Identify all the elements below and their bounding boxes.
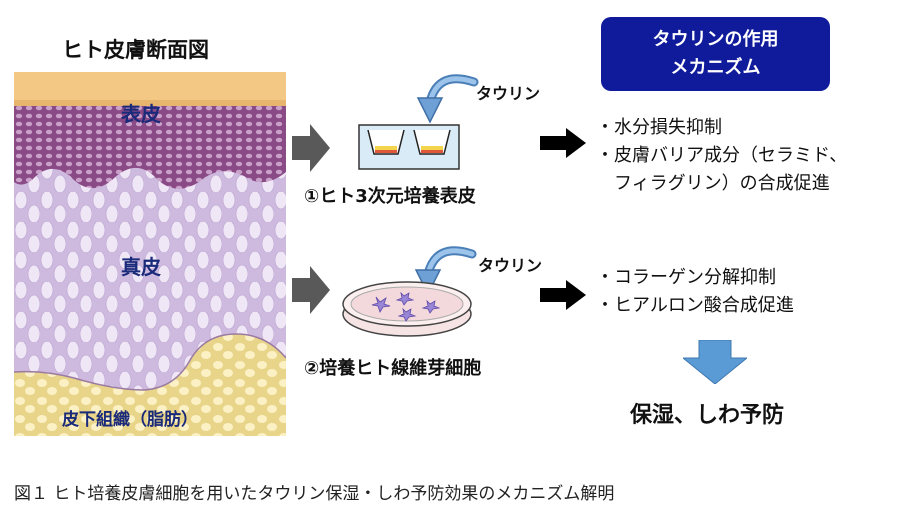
figure-caption: 図１ ヒト培養皮膚細胞を用いたタウリン保湿・しわ予防効果のメカニズム解明 <box>14 484 615 504</box>
skin-cross-section <box>14 72 286 436</box>
effects-group-1: ・水分損失抑制 ・皮膚バリア成分（セラミド、 フィラグリン）の合成促進 <box>596 114 847 198</box>
effects-group-2: ・コラーゲン分解抑制 ・ヒアルロン酸合成促進 <box>596 264 794 320</box>
mechanism-title-line-2: メカニズム <box>670 57 761 78</box>
effect-item: ・水分損失抑制 <box>596 117 722 138</box>
subcutaneous-fat <box>14 334 286 436</box>
mechanism-box: タウリンの作用 メカニズム <box>601 17 830 91</box>
effect-item: ・皮膚バリア成分（セラミド、 <box>596 145 848 166</box>
arrow-right-icon <box>540 280 586 310</box>
dermis-label: 真皮 <box>121 255 161 279</box>
curved-arrow-icon <box>416 74 479 124</box>
taurine-label-1: タウリン <box>476 84 541 103</box>
result-label: 保湿、しわ予防 <box>630 403 785 428</box>
effect-item: ・コラーゲン分解抑制 <box>596 267 776 288</box>
arrow-down-icon <box>683 340 747 384</box>
curved-arrow-icon <box>414 246 477 296</box>
arrow-right-icon <box>540 128 586 158</box>
subcutis-label: 皮下組織（脂肪） <box>62 410 198 430</box>
effect-item: フィラグリン）の合成促進 <box>596 173 830 194</box>
skin-diagram-title: ヒト皮膚断面図 <box>62 38 209 62</box>
effect-item: ・ヒアルロン酸合成促進 <box>596 295 794 316</box>
epidermis-label: 表皮 <box>121 102 161 126</box>
mechanism-title-line-1: タウリンの作用 <box>652 29 779 50</box>
model-1-label: ①ヒト3次元培養表皮 <box>304 186 476 207</box>
epidermis-layer <box>14 106 286 189</box>
arrow-right-icon <box>292 266 330 314</box>
model-2-label: ②培養ヒト線維芽細胞 <box>304 358 482 379</box>
culture-insert-icon <box>358 124 460 170</box>
petri-dish-icon <box>342 281 472 337</box>
arrow-right-icon <box>292 124 330 172</box>
taurine-label-2: タウリン <box>478 256 543 275</box>
